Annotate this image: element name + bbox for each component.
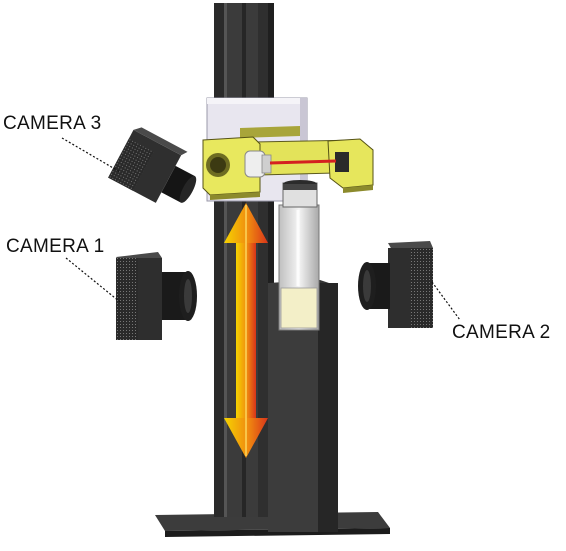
camera-3 [108, 127, 197, 203]
camera-3-leader [61, 137, 121, 173]
camera-1-label: CAMERA 1 [6, 236, 105, 257]
camera-2-label: CAMERA 2 [452, 322, 551, 343]
camera-1 [116, 252, 197, 340]
sample-vial [278, 180, 320, 331]
camera-3-label: CAMERA 3 [3, 113, 102, 134]
camera-1-leader [65, 257, 121, 303]
camera-2-leader [431, 281, 461, 321]
laser-bracket [202, 126, 374, 200]
camera-2 [358, 241, 433, 328]
leader-lines [61, 137, 461, 321]
motion-arrow [224, 203, 268, 458]
vial-holder-column [268, 280, 338, 532]
